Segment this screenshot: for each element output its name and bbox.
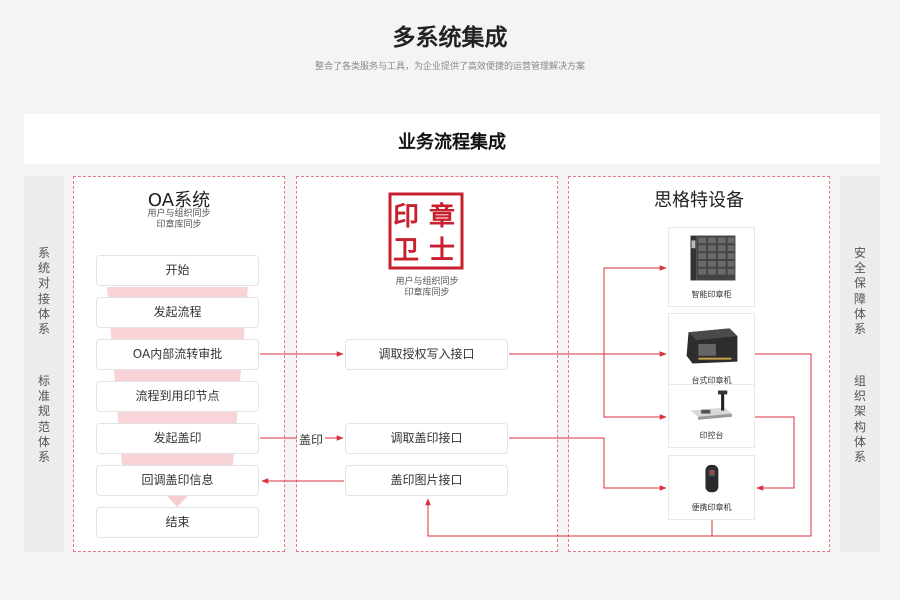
- funnel-arrow-tip: [167, 496, 188, 507]
- guard-sub-seal-sync: 印章库同步: [404, 288, 450, 298]
- arrow-desktop-feedback: [712, 353, 812, 537]
- arrow-to-cabinet: [603, 265, 667, 354]
- oa-sub-user-sync: 用户与组织同步: [147, 209, 211, 219]
- svg-text:士: 士: [429, 236, 455, 266]
- device-label-portable: 便携印章机: [691, 503, 732, 512]
- left-side-strip: 系统对接体系 标准规范体系: [24, 176, 64, 552]
- arrow-portable-to-image-api: [425, 498, 713, 537]
- right-side-strip: 安全保障体系 组织架构体系: [840, 176, 880, 552]
- left-side-label-standard: 标准规范体系: [37, 374, 50, 465]
- oa-sub-seal-sync: 印章库同步: [156, 220, 202, 230]
- api-auth-write[interactable]: 调取授权写入接口: [345, 339, 508, 370]
- page-subtitle: 整合了各类服务与工具，为企业提供了高效便捷的运营管理解决方案: [314, 62, 585, 72]
- step-reach-seal-node[interactable]: 流程到用印节点: [96, 381, 259, 412]
- step-initiate-process[interactable]: 发起流程: [96, 297, 259, 328]
- section-banner: 业务流程集成: [24, 114, 880, 164]
- svg-text:章: 章: [429, 201, 455, 232]
- guard-sub-user-sync: 用户与组织同步: [395, 277, 459, 287]
- section-title: 业务流程集成: [398, 132, 506, 153]
- device-label-console: 印控台: [699, 431, 724, 440]
- right-side-label-organization: 组织架构体系: [853, 374, 866, 465]
- seal-cabinet-icon: [690, 235, 736, 281]
- stamp-arrow-label: 盖印: [297, 431, 326, 448]
- arrow-stamp-api-to-portable: [509, 437, 667, 491]
- seal-console-icon: [690, 390, 732, 420]
- device-desktop-seal-machine[interactable]: 台式印章机: [668, 313, 755, 393]
- devices-title: 思格特设备: [654, 190, 744, 211]
- device-seal-console[interactable]: 印控台: [668, 384, 755, 448]
- device-seal-cabinet[interactable]: 智能印章柜: [668, 227, 755, 307]
- arrow-to-console: [603, 354, 667, 420]
- oa-title: OA系统: [147, 190, 211, 211]
- funnel-shape: [107, 287, 248, 465]
- step-initiate-stamp[interactable]: 发起盖印: [96, 423, 259, 454]
- right-side-label-security: 安全保障体系: [853, 246, 866, 337]
- portable-seal-machine-icon: [705, 464, 719, 493]
- device-label-cabinet: 智能印章柜: [691, 290, 732, 299]
- arrow-console-to-portable: [755, 416, 795, 491]
- api-stamp[interactable]: 调取盖印接口: [345, 423, 508, 454]
- step-end[interactable]: 结束: [96, 507, 259, 538]
- device-label-desktop: 台式印章机: [691, 376, 732, 385]
- desktop-seal-machine-icon: [686, 328, 738, 364]
- step-callback-stamp-info[interactable]: 回调盖印信息: [96, 465, 259, 496]
- svg-text:卫: 卫: [393, 236, 419, 266]
- device-portable-seal-machine[interactable]: 便携印章机: [668, 455, 755, 520]
- left-side-label-system: 系统对接体系: [37, 246, 50, 337]
- svg-text:印: 印: [393, 202, 419, 232]
- stamp-guard-logo: 印 章 卫 士: [388, 192, 464, 270]
- api-stamp-image[interactable]: 盖印图片接口: [345, 465, 508, 496]
- step-start[interactable]: 开始: [96, 255, 259, 286]
- page-title: 多系统集成: [392, 25, 508, 51]
- step-internal-approval[interactable]: OA内部流转审批: [96, 339, 259, 370]
